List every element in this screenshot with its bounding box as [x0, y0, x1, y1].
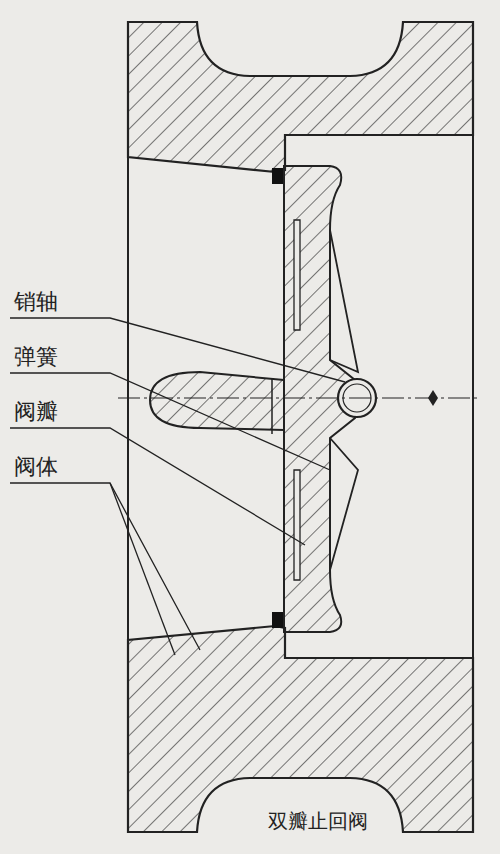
disc-rib: [330, 438, 358, 570]
part-label: 弹簧: [14, 345, 58, 369]
spring-lug: [150, 372, 284, 430]
leader-lines: [10, 318, 345, 655]
part-label: 阀体: [14, 455, 58, 479]
seal: [272, 168, 284, 184]
center-line: [118, 397, 480, 398]
part-label: 销轴: [14, 290, 58, 314]
caption: 双瓣止回阀: [268, 808, 368, 835]
valve-body-bottom: [128, 626, 473, 832]
disc-groove: [294, 220, 300, 580]
part-label: 阀瓣: [14, 400, 58, 424]
seal: [272, 612, 284, 628]
valve-body-top: [128, 22, 473, 172]
center-mark: [428, 390, 438, 406]
disc-rib: [330, 230, 358, 372]
